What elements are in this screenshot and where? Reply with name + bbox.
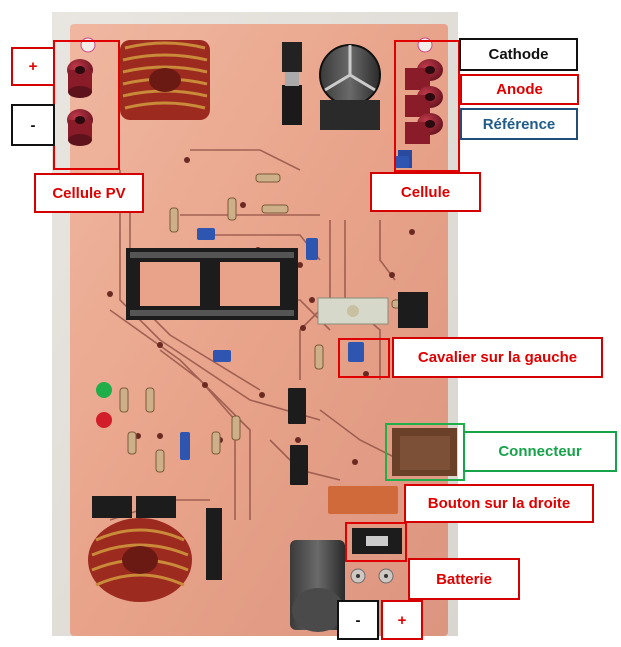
pv-plus-label: + <box>11 47 55 86</box>
battery-label: Batterie <box>408 558 520 600</box>
anode-label: Anode <box>460 74 579 105</box>
button-highlight <box>345 522 407 562</box>
toroid-inductor-top <box>120 40 210 120</box>
cell-banana-connectors <box>398 59 443 168</box>
pv-cell-label: Cellule PV <box>34 173 144 213</box>
connector-label: Connecteur <box>463 431 617 472</box>
dip-socket <box>126 248 298 320</box>
pv-banana-connectors <box>67 59 93 146</box>
battery-minus-label: - <box>337 600 379 640</box>
transistors-mid <box>288 388 308 485</box>
connector-highlight <box>385 423 465 481</box>
battery-plus-label: + <box>381 600 423 640</box>
battery-terminals <box>350 568 394 584</box>
reference-label: Référence <box>460 108 578 140</box>
electrolytic-capacitor-bottom <box>290 540 345 632</box>
white-header <box>317 297 389 325</box>
cathode-label: Cathode <box>459 38 578 71</box>
pv-cell-highlight <box>53 40 120 170</box>
pcb-substrate <box>70 24 448 636</box>
orange-push-button <box>328 486 398 514</box>
cell-label: Cellule <box>370 172 481 212</box>
jumper-highlight <box>338 338 390 378</box>
blue-components <box>180 156 409 460</box>
regulator-right <box>398 292 428 328</box>
electrolytic-capacitor-top <box>319 44 381 130</box>
transistor-top <box>282 42 302 125</box>
slide-switch <box>352 528 402 554</box>
button-label: Bouton sur la droite <box>404 484 594 523</box>
cell-highlight <box>394 40 460 172</box>
bottom-left-components <box>88 496 222 602</box>
pv-minus-label: - <box>11 104 55 146</box>
leds <box>96 382 112 428</box>
jumper-label: Cavalier sur la gauche <box>392 337 603 378</box>
connector-component <box>392 428 457 476</box>
